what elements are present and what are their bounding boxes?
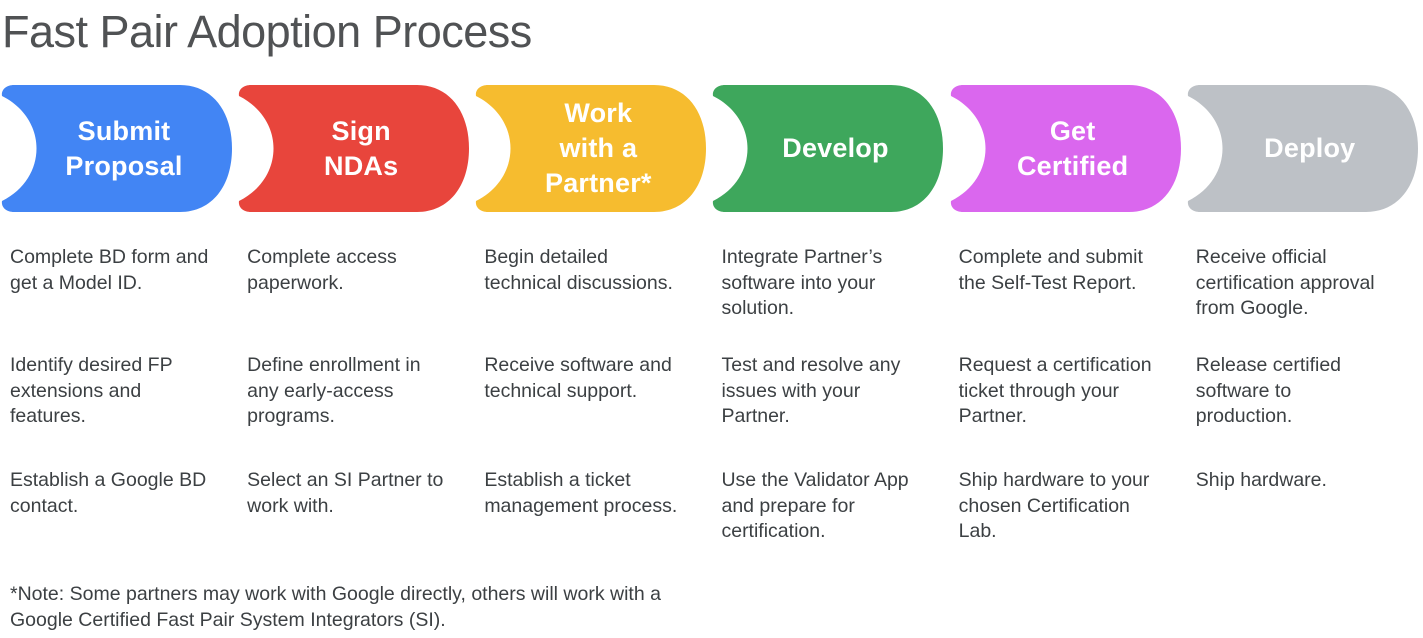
step-label: Sign NDAs <box>324 115 399 181</box>
footnote: *Note: Some partners may work with Googl… <box>10 583 661 631</box>
step-detail: Select an SI Partner to work with. <box>247 469 444 517</box>
step-detail: Receive software and technical support. <box>484 354 672 402</box>
step-detail: Receive official certification approval … <box>1195 246 1375 319</box>
step-detail: Identify desired FP extensions and featu… <box>10 354 173 427</box>
step-detail: Complete access paperwork. <box>247 246 397 294</box>
step-label: Work with a Partner* <box>544 98 652 198</box>
step-label: Submit Proposal <box>65 115 183 181</box>
step-shape <box>950 85 1181 212</box>
fast-pair-adoption-diagram: Fast Pair Adoption Process Submit Propos… <box>0 6 1423 633</box>
step-shape <box>713 85 944 212</box>
step-detail: Test and resolve any issues with your Pa… <box>721 354 901 427</box>
step-shape <box>476 85 707 212</box>
step-detail: Complete and submit the Self-Test Report… <box>958 246 1143 294</box>
step-detail: Establish a Google BD contact. <box>10 469 207 517</box>
process-step-pill-1: Submit Proposal <box>0 85 232 212</box>
step-detail: Ship hardware to your chosen Certificati… <box>958 469 1150 542</box>
step-detail: Release certified software to production… <box>1195 354 1342 427</box>
step-detail: Request a certification ticket through y… <box>958 354 1152 427</box>
process-step-pill-2: Sign NDAs <box>237 85 470 212</box>
step-label: Deploy <box>1264 133 1356 163</box>
step-detail: Complete BD form and get a Model ID. <box>10 246 209 294</box>
process-step-pill-4: Develop <box>711 85 944 212</box>
step-detail: Begin detailed technical discussions. <box>484 246 673 294</box>
step-detail: Integrate Partner’s software into your s… <box>721 246 883 319</box>
step-shape <box>239 85 470 212</box>
page-title: Fast Pair Adoption Process <box>2 6 532 57</box>
step-shape <box>1 85 232 212</box>
step-detail: Establish a ticket management process. <box>484 469 678 517</box>
step-detail: Define enrollment in any early-access pr… <box>247 354 421 427</box>
process-step-pill-5: Get Certified <box>949 85 1181 212</box>
step-label: Develop <box>782 133 889 163</box>
step-detail: Use the Validator App and prepare for ce… <box>721 469 909 542</box>
process-step-pill-6: Deploy <box>1186 85 1418 212</box>
step-label: Get Certified <box>1016 115 1129 181</box>
process-step-pill-3: Work with a Partner* <box>474 85 707 212</box>
step-detail: Ship hardware. <box>1195 469 1327 491</box>
step-shape <box>1187 85 1418 212</box>
process-steps-row: Submit Proposal Sign NDAs Work with a Part… <box>0 85 1423 212</box>
step-details-grid: Complete BD form and get a Model ID. Comp… <box>0 245 1423 580</box>
